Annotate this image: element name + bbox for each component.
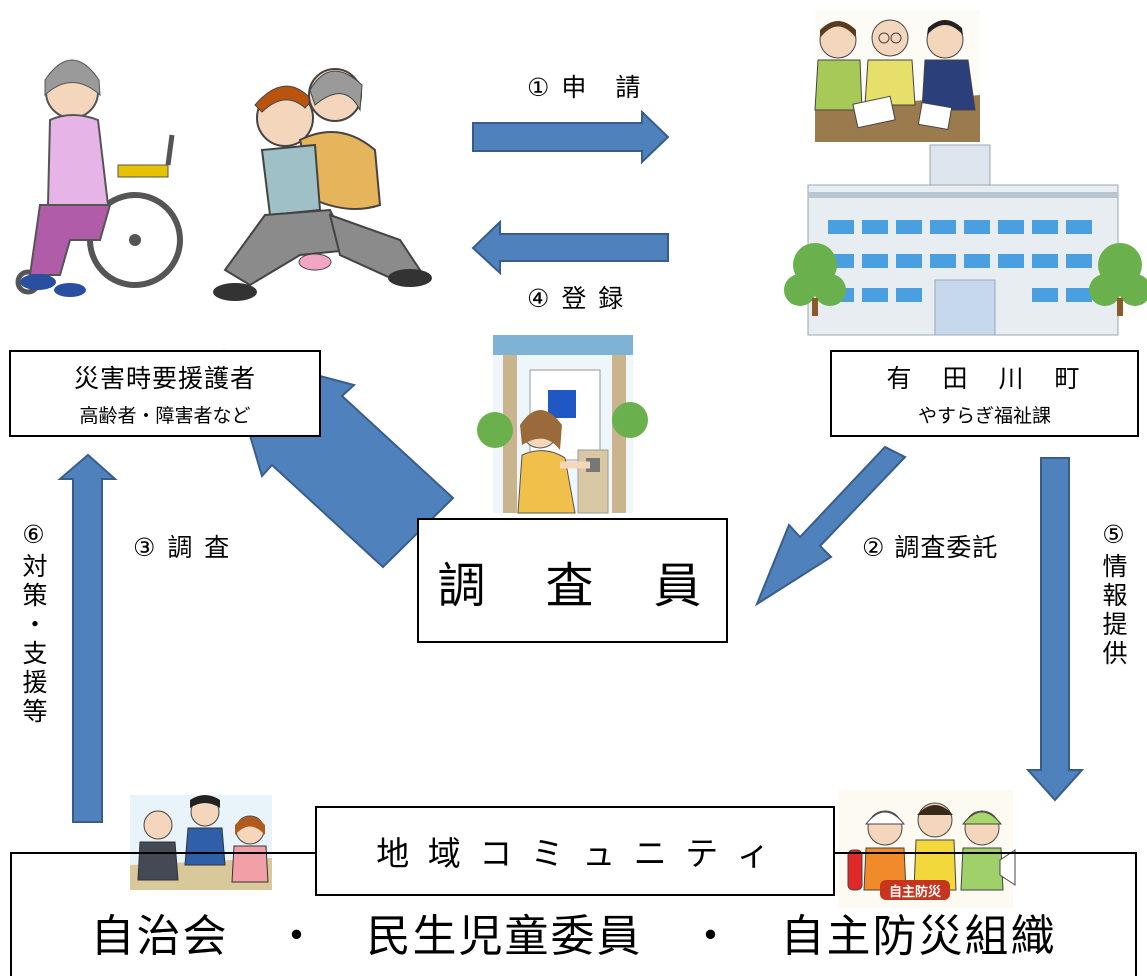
arrow-apply — [472, 109, 670, 165]
label-support: ⑥対策・支援等 — [19, 520, 48, 727]
label-commission: ② 調査委託 — [862, 533, 999, 562]
surveyor-title: 調 査 員 — [437, 557, 708, 614]
town-title: 有 田 川 町 — [886, 364, 1083, 393]
people-title: 災害時要援護者 — [73, 364, 256, 393]
label-register: ④ 登 録 — [527, 284, 626, 313]
arrow-commission — [754, 445, 907, 607]
arrow-info — [1025, 457, 1085, 802]
town-box: 有 田 川 町 やすらぎ福祉課 — [830, 350, 1139, 437]
community-title-box: 地 域 コ ミ ュ ニ テ ィ — [315, 806, 835, 896]
people-box: 災害時要援護者 高齢者・障害者など — [9, 350, 321, 437]
surveyor-box: 調 査 員 — [417, 518, 728, 643]
label-info: ⑤情報提供 — [1099, 520, 1128, 669]
arrow-support — [57, 453, 118, 823]
label-survey: ③ 調 査 — [133, 533, 232, 562]
organizations-text: 自治会 ・ 民生児童委員 ・ 自主防災組織 — [90, 911, 1057, 962]
label-apply: ① 申 請 — [527, 73, 643, 102]
disaster-badge: 自主防災 — [888, 884, 941, 900]
community-title: 地 域 コ ミ ュ ニ テ ィ — [376, 834, 774, 873]
arrow-register — [471, 219, 669, 276]
town-department: やすらぎ福祉課 — [917, 405, 1051, 427]
people-subtitle: 高齢者・障害者など — [79, 405, 251, 427]
